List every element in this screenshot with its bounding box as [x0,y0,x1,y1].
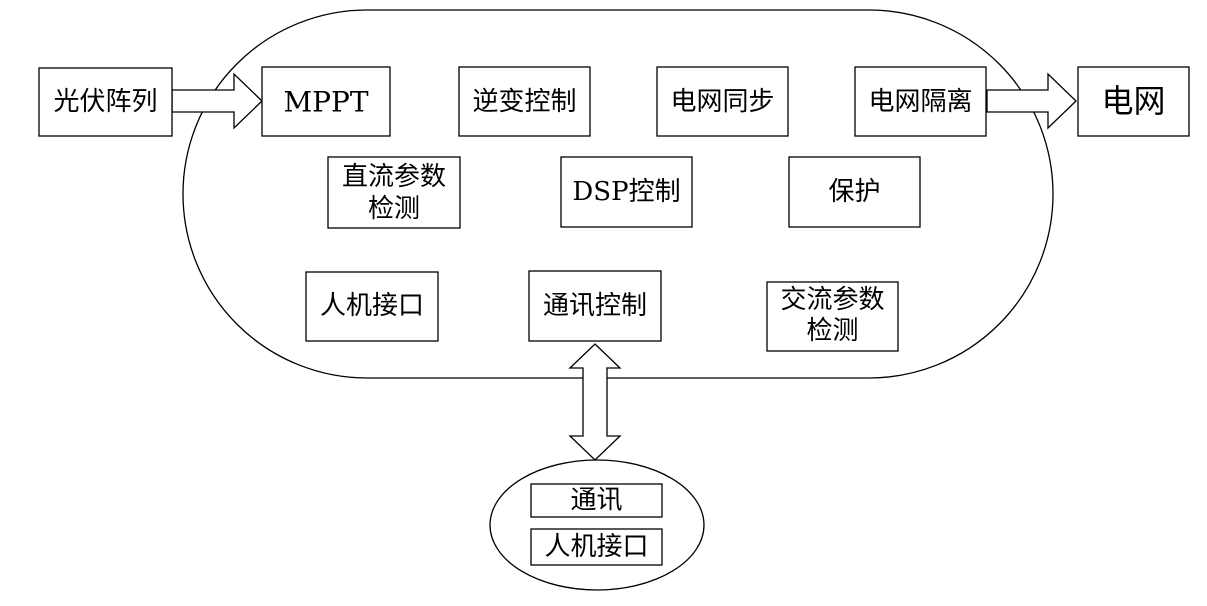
external-hmi-node: 人机接口 [530,528,663,566]
inverter-control-label: 逆变控制 [472,87,576,117]
comm-control-label: 通讯控制 [543,291,647,321]
grid-label: 电网 [1101,82,1165,120]
ac-detection-label-line2: 检测 [806,316,858,346]
isolation-to-grid-arrow [986,72,1077,130]
external-hmi-label: 人机接口 [544,532,648,562]
pv-to-mppt-arrow [171,72,263,130]
protection-node: 保护 [788,156,921,228]
comm-bidirectional-arrow [568,343,622,461]
pv-array-node: 光伏阵列 [38,67,173,137]
pv-array-label: 光伏阵列 [53,87,157,117]
mppt-node: MPPT [261,66,391,137]
dc-detection-label-line2: 检测 [368,194,420,224]
grid-isolation-node: 电网隔离 [854,66,987,137]
dsp-control-label: DSP控制 [572,177,680,207]
external-comm-node: 通讯 [530,483,663,518]
grid-node: 电网 [1077,66,1190,137]
grid-isolation-label: 电网隔离 [868,87,972,117]
ac-detection-label-line1: 交流参数 [780,285,884,315]
dsp-control-node: DSP控制 [560,156,693,228]
grid-sync-label: 电网同步 [670,87,774,117]
protection-label: 保护 [828,177,880,207]
inverter-control-node: 逆变控制 [458,66,591,137]
dc-detection-node: 直流参数 检测 [327,156,461,229]
grid-sync-node: 电网同步 [656,66,789,137]
hmi-label: 人机接口 [320,291,424,321]
external-unit-boundary [489,459,705,591]
external-comm-label: 通讯 [570,486,622,516]
ac-detection-node: 交流参数 检测 [766,281,899,352]
comm-control-node: 通讯控制 [528,270,662,342]
mppt-label: MPPT [283,86,368,119]
controller-boundary [182,9,1054,379]
dc-detection-label-line1: 直流参数 [342,162,446,192]
hmi-node: 人机接口 [305,271,439,342]
